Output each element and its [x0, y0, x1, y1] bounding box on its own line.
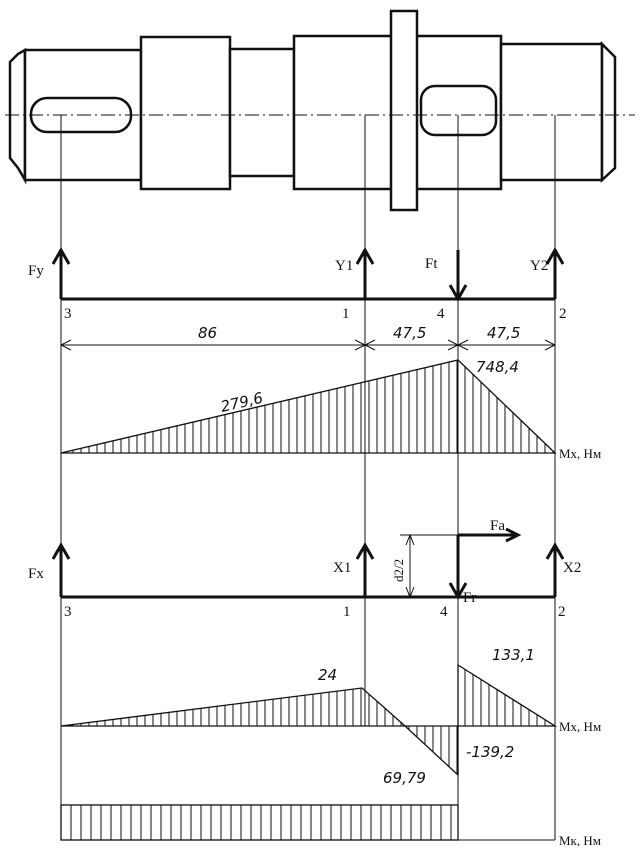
vertical-plane-scheme: Fy Y1 Ft Y2 3 1 4 2 86 47,5 47,5 279,6 7… [28, 246, 601, 461]
bearing-journal-left [139, 35, 232, 191]
force-arrow-ft [448, 250, 468, 303]
force-arrow-fr [448, 535, 468, 601]
point-label-2: 2 [558, 604, 566, 620]
reaction-arrow-x2 [545, 541, 565, 597]
dim-47-5-b: 47,5 [487, 324, 520, 342]
reaction-label-x2: X2 [563, 560, 581, 576]
moment-axis-label-horizontal: Mx, Нм [559, 719, 601, 734]
torque-diagram: Mк, Нм [60, 804, 601, 848]
bearing-journal-right [499, 42, 604, 182]
dim-86: 86 [198, 324, 217, 342]
moment-diagram-horizontal-right [457, 663, 558, 727]
point-label-3: 3 [64, 306, 72, 322]
moment-value-139-2: -139,2 [466, 743, 514, 761]
dim-47-5-a: 47,5 [393, 324, 426, 342]
moment-axis-label-vertical: Mx, Нм [559, 446, 601, 461]
force-arrow-fy [51, 246, 71, 299]
reaction-arrow-y2 [545, 246, 565, 299]
force-arrow-fx [51, 541, 71, 597]
projection-lines [60, 115, 556, 840]
torque-axis-label: Mк, Нм [559, 833, 601, 848]
reaction-arrow-x1 [355, 541, 375, 597]
point-label-4: 4 [440, 604, 448, 620]
dimension-lines [59, 339, 557, 351]
offset-dimension [405, 533, 415, 599]
shaft-neck [228, 47, 296, 178]
moment-value-69-79: 69,79 [383, 769, 426, 787]
moment-value-133-1: 133,1 [492, 646, 535, 664]
force-label-fr: Fr [463, 590, 476, 606]
point-label-1: 1 [342, 306, 350, 322]
point-label-4: 4 [437, 306, 445, 322]
force-label-ft: Ft [425, 256, 438, 272]
horizontal-plane-scheme: Fx X1 X2 Fa Fr d2/2 3 1 4 2 24 133,1 -13… [28, 518, 601, 787]
reaction-arrow-y1 [355, 246, 375, 299]
moment-value-24: 24 [318, 666, 337, 684]
right-chamfer [600, 40, 617, 183]
force-label-fx: Fx [28, 566, 44, 582]
force-arrow-fa [458, 527, 522, 543]
shaft-collar [389, 9, 419, 212]
reaction-label-y1: Y1 [335, 258, 353, 274]
moment-diagram-horizontal-negative [403, 725, 459, 777]
reaction-label-y2: Y2 [530, 258, 548, 274]
point-label-2: 2 [559, 306, 567, 322]
moment-diagram-horizontal-left [60, 687, 407, 727]
offset-label-d2-2: d2/2 [391, 559, 406, 582]
force-label-fa: Fa [490, 518, 505, 534]
shaft-drawing [5, 9, 635, 212]
point-label-1: 1 [343, 604, 351, 620]
force-label-fy: Fy [28, 263, 44, 279]
torque-block [60, 804, 459, 841]
point-label-3: 3 [64, 604, 72, 620]
reaction-label-x1: X1 [333, 560, 351, 576]
moment-value-748-4: 748,4 [476, 358, 519, 376]
